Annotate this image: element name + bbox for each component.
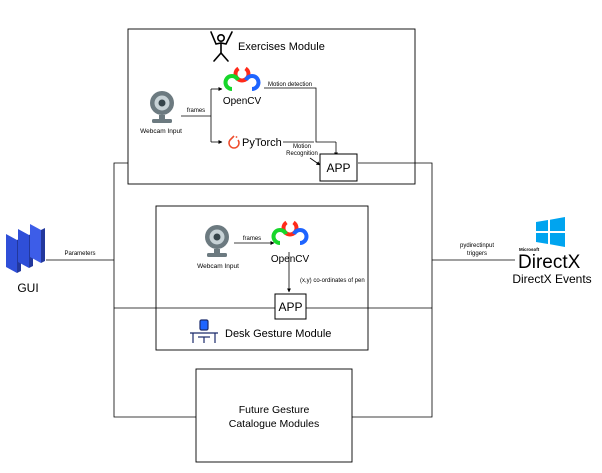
windows-logo-icon xyxy=(536,217,565,247)
directx-logo-text: DirectX xyxy=(518,252,581,273)
webcam-icon xyxy=(150,91,174,123)
desk-app-box xyxy=(274,293,307,320)
desk-frames-label: frames xyxy=(243,236,261,242)
bus-lines xyxy=(46,162,515,418)
future-modules-box xyxy=(195,368,353,463)
future-modules-line2: Catalogue Modules xyxy=(229,418,319,430)
exercises-arrows xyxy=(181,87,338,166)
parameters-label: Parameters xyxy=(64,251,95,257)
exercises-module-box xyxy=(127,28,416,185)
motion-recognition-line1: Motion xyxy=(293,144,311,150)
exercises-module-title: Exercises Module xyxy=(238,41,325,53)
microsoft-label: Microsoft xyxy=(519,247,540,252)
gui-logo-icon xyxy=(6,224,45,273)
desk-webcam-icon xyxy=(205,225,229,257)
exercises-app-box xyxy=(319,153,358,182)
exercises-frames-label: frames xyxy=(187,108,205,114)
desk-arrows xyxy=(234,241,291,293)
motion-detection-label: Motion detection xyxy=(268,82,312,88)
opencv-logo-icon xyxy=(223,66,261,91)
future-modules-line1: Future Gesture xyxy=(239,404,310,416)
desk-module-title: Desk Gesture Module xyxy=(225,328,331,340)
desk-opencv-logo-icon xyxy=(271,220,309,245)
gui-label: GUI xyxy=(17,281,38,295)
exercises-opencv-label: OpenCV xyxy=(223,96,262,107)
desk-module-box xyxy=(155,205,369,351)
motion-recognition-line2: Recognition xyxy=(286,151,318,157)
pytorch-label: PyTorch xyxy=(242,137,282,149)
person-exercise-icon xyxy=(210,31,233,62)
exercises-webcam-label: Webcam Input xyxy=(140,128,182,135)
desk-app-label: APP xyxy=(278,300,302,314)
desk-chair-icon xyxy=(190,319,218,343)
directx-events-label: DirectX Events xyxy=(512,272,591,286)
coords-label: (x,y) co-ordinates of pen xyxy=(300,278,365,284)
desk-opencv-label: OpenCV xyxy=(271,254,310,265)
pytorch-logo-icon xyxy=(228,135,240,149)
pydirectinput-line1: pydirectinput xyxy=(460,243,494,249)
exercises-app-label: APP xyxy=(326,161,350,175)
pydirectinput-line2: triggers xyxy=(467,251,487,257)
desk-webcam-label: Webcam Input xyxy=(197,263,239,270)
